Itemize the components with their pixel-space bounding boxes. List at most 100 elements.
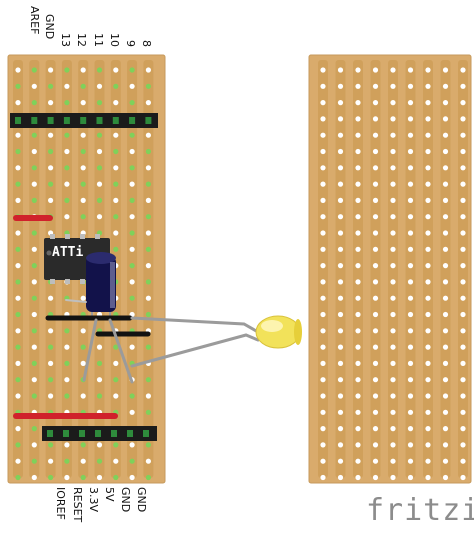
board-hole [129,279,135,285]
board-hole [425,116,431,122]
board-hole [48,393,54,399]
board-hole [372,393,379,399]
board-hole [337,377,344,383]
board-hole [145,344,151,350]
board-hole [145,230,151,236]
board-hole [129,181,135,187]
board-hole [129,393,135,399]
board-hole [64,83,70,89]
board-hole [96,360,103,366]
pin-label-reset: RESET [71,487,84,523]
board-hole [80,474,86,481]
board-hole [425,83,431,89]
board-hole [64,442,70,448]
board-hole [390,263,396,269]
board-hole [113,393,119,399]
board-hole [320,116,326,122]
board-hole [407,409,414,415]
board-hole [355,116,361,122]
pin-label-aref: AREF [28,6,41,34]
board-hole [113,100,119,106]
board-hole [355,197,361,203]
board-hole [145,148,151,155]
board-hole [460,263,466,269]
board-hole [460,442,466,448]
board-hole [337,132,344,138]
board-hole [48,328,54,334]
board-hole [96,214,103,220]
board-hole [337,426,344,432]
board-hole [460,165,466,171]
board-hole [390,148,396,155]
board-hole [80,165,86,171]
board-hole [64,214,70,220]
board-hole [390,295,396,301]
board-hole [80,83,86,89]
board-hole [460,148,466,155]
board-hole [113,83,119,89]
black-jumpers [45,315,151,337]
board-hole [355,295,361,301]
board-hole [48,100,54,106]
board-hole [460,426,466,432]
board-hole [337,474,344,481]
copper-strip [458,60,468,478]
board-hole [31,360,37,366]
copper-strip [143,60,154,478]
board-hole [442,100,449,106]
board-hole [425,360,431,366]
board-hole [320,100,326,106]
chip-leg [80,234,85,239]
right-board-strips [318,60,468,478]
board-hole [31,328,37,334]
board-hole [390,181,396,187]
board-hole [129,67,135,73]
capacitor [86,252,116,318]
board-hole [80,197,86,203]
board-hole [390,393,396,399]
board-hole [407,116,414,122]
board-hole [372,230,379,236]
board-hole [425,148,431,155]
board-hole [48,377,54,383]
board-hole [460,474,466,481]
board-hole [355,83,361,89]
board-hole [425,214,431,220]
header-pin [79,430,85,437]
board-hole [372,409,379,415]
header-pin [112,117,119,124]
board-hole [355,214,361,220]
board-hole [425,165,431,171]
board-hole [390,230,396,236]
pin-label-8: 8 [140,40,153,47]
board-hole [337,148,344,155]
board-hole [355,328,361,334]
chip-leg [80,279,85,284]
board-hole [337,311,344,318]
board-hole [320,83,326,89]
board-hole [372,83,379,89]
header-pin [15,117,21,124]
board-hole [15,83,21,89]
board-hole [145,197,151,203]
pin-label-9: 9 [124,40,137,47]
board-hole [355,474,361,481]
yellow-led [255,315,302,349]
chip-label: ATTi [52,245,83,260]
board-hole [31,197,37,203]
right-board-holes [320,67,466,481]
board-hole [337,100,344,106]
board-hole [80,360,86,366]
board-hole [31,426,37,432]
board-hole [390,328,396,334]
board-hole [425,328,431,334]
board-hole [320,279,326,285]
board-hole [64,377,70,383]
board-hole [442,148,449,155]
board-hole [15,181,21,187]
board-hole [96,474,103,481]
board-hole [320,181,326,187]
board-hole [96,67,103,73]
copper-strip [370,60,381,478]
board-hole [129,263,135,269]
